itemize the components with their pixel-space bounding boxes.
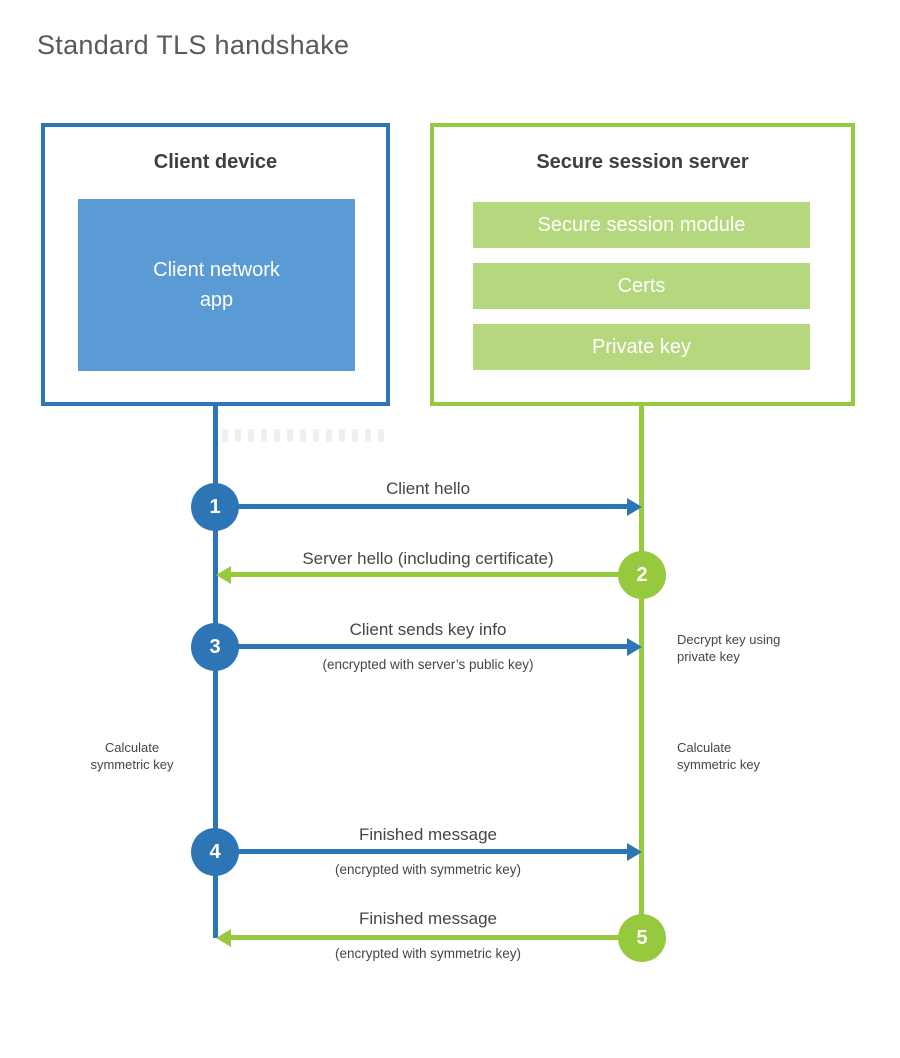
arrowhead-left-icon [216, 929, 231, 947]
step-4-number: 4 [209, 840, 221, 863]
step-5-sublabel: (encrypted with symmetric key) [334, 946, 522, 961]
step-1-number: 1 [209, 495, 221, 518]
decrypt-key-note: Decrypt key using private key [677, 632, 781, 664]
step-3-label: Client sends key info [349, 620, 507, 639]
step-3-sublabel: (encrypted with server’s public key) [322, 657, 534, 672]
step-3-number: 3 [209, 635, 221, 658]
step-4-label: Finished message [359, 825, 497, 844]
server-certs-label: Certs [617, 274, 666, 297]
step-1-badge: 1 [191, 483, 239, 531]
step-3-badge: 3 [191, 623, 239, 671]
client-network-app-box: Client network app [78, 199, 355, 371]
arrowhead-right-icon [627, 498, 642, 516]
calculate-symmetric-key-note-server: Calculate symmetric key [677, 740, 761, 772]
step-4-badge: 4 [191, 828, 239, 876]
server-private-key-bar: Private key [473, 324, 810, 370]
arrowhead-left-icon [216, 566, 231, 584]
step-5-number: 5 [636, 926, 648, 949]
step-4-arrow [215, 849, 628, 854]
step-5-badge: 5 [618, 914, 666, 962]
server-private-key-label: Private key [592, 335, 691, 358]
step-1-arrow [215, 504, 628, 509]
step-4-sublabel: (encrypted with symmetric key) [334, 862, 522, 877]
server-lifeline [639, 406, 644, 938]
step-2-label: Server hello (including certificate) [302, 549, 554, 568]
step-1-label: Client hello [385, 479, 471, 498]
arrowhead-right-icon [627, 638, 642, 656]
step-3-arrow [215, 644, 628, 649]
page-title: Standard TLS handshake [37, 30, 350, 60]
step-2-badge: 2 [618, 551, 666, 599]
server-certs-bar: Certs [473, 263, 810, 309]
step-5-arrow [230, 935, 642, 940]
server-module-bar: Secure session module [473, 202, 810, 248]
secure-session-server-heading: Secure session server [536, 151, 749, 173]
arrowhead-right-icon [627, 843, 642, 861]
step-2-number: 2 [636, 563, 648, 586]
step-2-arrow [230, 572, 642, 577]
client-device-heading: Client device [153, 151, 278, 173]
calculate-symmetric-key-note-client: Calculate symmetric key [90, 740, 174, 772]
server-module-label: Secure session module [537, 213, 746, 236]
step-5-label: Finished message [359, 909, 497, 928]
client-network-app-label: Client network app [153, 259, 280, 311]
faint-dashes-artifact [222, 429, 384, 442]
client-lifeline [213, 406, 218, 938]
